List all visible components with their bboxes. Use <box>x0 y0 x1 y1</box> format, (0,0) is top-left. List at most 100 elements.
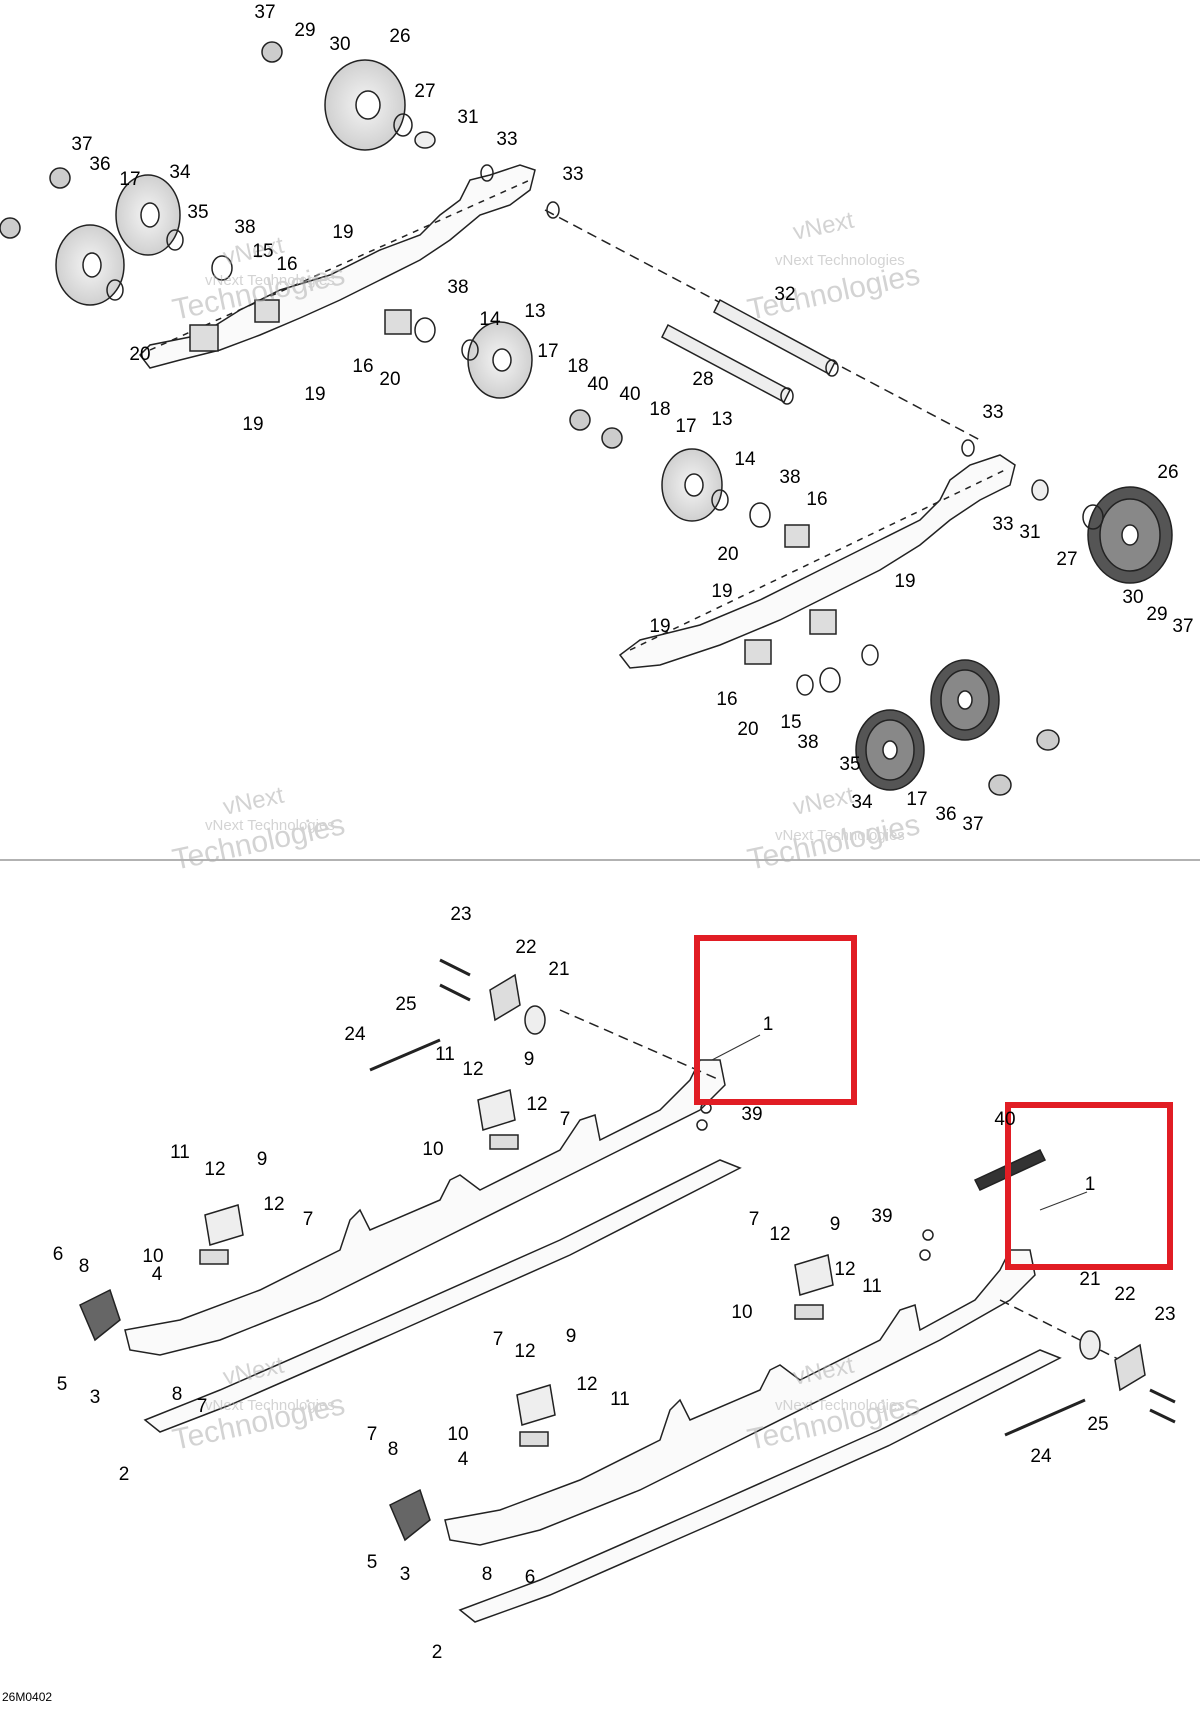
callout-27: 27 <box>1056 549 1077 570</box>
watermark-b2: vNext Technologies <box>775 252 905 269</box>
callout-19: 19 <box>304 384 325 405</box>
callout-3: 3 <box>400 1564 411 1585</box>
callout-8: 8 <box>79 1256 90 1277</box>
bottom-right-runner <box>458 1349 1062 1623</box>
callout-35: 35 <box>187 202 208 223</box>
callout-7: 7 <box>493 1329 504 1350</box>
bolt-24a <box>369 1038 441 1072</box>
callout-35: 35 <box>839 754 860 775</box>
callout-8: 8 <box>388 1439 399 1460</box>
watermark-d2: vNext Technologies <box>775 827 905 844</box>
callout-37: 37 <box>254 2 275 23</box>
callout-39: 39 <box>741 1104 762 1125</box>
top-assembly <box>139 164 1016 669</box>
callout-15: 15 <box>780 712 801 733</box>
bottom-left-runner <box>143 1159 742 1433</box>
callout-10: 10 <box>422 1139 443 1160</box>
callout-26: 26 <box>389 26 410 47</box>
callout-9: 9 <box>566 1326 577 1347</box>
callout-24: 24 <box>1030 1446 1052 1467</box>
callout-6: 6 <box>525 1567 536 1588</box>
watermark-b1: vNext <box>791 207 857 246</box>
callout-17: 17 <box>119 169 140 190</box>
callout-5: 5 <box>367 1552 378 1573</box>
callout-30: 30 <box>1122 587 1143 608</box>
callout-7: 7 <box>367 1424 378 1445</box>
callout-18: 18 <box>567 356 588 377</box>
bumper-5b <box>389 1488 431 1542</box>
callout-5: 5 <box>57 1374 68 1395</box>
callout-17: 17 <box>906 789 927 810</box>
top-right-rail <box>618 454 1016 669</box>
callout-36: 36 <box>89 154 110 175</box>
watermark-d3: Technologies <box>745 808 923 877</box>
callout-12: 12 <box>769 1224 790 1245</box>
callout-37: 37 <box>1172 616 1193 637</box>
callout-26: 26 <box>1157 462 1178 483</box>
callout-34: 34 <box>169 162 191 183</box>
callout-20: 20 <box>737 719 758 740</box>
highlight-box-2 <box>1005 1102 1173 1270</box>
callout-38: 38 <box>797 732 818 753</box>
callout-16: 16 <box>276 254 297 275</box>
watermark-c1: vNext <box>221 782 287 821</box>
callout-40: 40 <box>619 384 640 405</box>
bottom-right-rail <box>444 1249 1036 1546</box>
callout-7: 7 <box>197 1396 208 1417</box>
callout-7: 7 <box>303 1209 314 1230</box>
bolt-24b <box>1004 1398 1086 1437</box>
callout-39: 39 <box>871 1206 892 1227</box>
callout-3: 3 <box>90 1387 101 1408</box>
callout-11: 11 <box>862 1276 882 1297</box>
callout-11: 11 <box>170 1142 190 1163</box>
callout-21: 21 <box>548 959 569 980</box>
callout-12: 12 <box>834 1259 855 1280</box>
callout-33: 33 <box>982 402 1003 423</box>
callout-27: 27 <box>414 81 435 102</box>
callout-12: 12 <box>576 1374 597 1395</box>
callout-33: 33 <box>562 164 583 185</box>
callout-19: 19 <box>711 581 732 602</box>
callout-19: 19 <box>894 571 915 592</box>
callout-40: 40 <box>994 1109 1015 1130</box>
bumper-5a <box>79 1288 121 1342</box>
callout-24: 24 <box>344 1024 366 1045</box>
highlight-box-1 <box>694 935 857 1105</box>
callout-34: 34 <box>851 792 873 813</box>
callout-22: 22 <box>515 937 536 958</box>
callout-13: 13 <box>524 301 545 322</box>
callout-11: 11 <box>435 1044 455 1065</box>
callout-16: 16 <box>352 356 373 377</box>
callout-31: 31 <box>457 107 478 128</box>
callout-9: 9 <box>830 1214 841 1235</box>
callout-19: 19 <box>242 414 263 435</box>
callout-12: 12 <box>263 1194 284 1215</box>
bottom-left-rail <box>124 1059 726 1356</box>
callout-6: 6 <box>53 1244 64 1265</box>
callout-18: 18 <box>649 399 670 420</box>
callout-12: 12 <box>526 1094 547 1115</box>
callout-1: 1 <box>763 1014 774 1035</box>
callout-12: 12 <box>462 1059 483 1080</box>
callout-8: 8 <box>172 1384 183 1405</box>
callout-22: 22 <box>1114 1284 1135 1305</box>
callout-38: 38 <box>779 467 800 488</box>
callout-20: 20 <box>379 369 400 390</box>
callout-20: 20 <box>717 544 738 565</box>
callout-23: 23 <box>1154 1304 1175 1325</box>
callout-38: 38 <box>234 217 255 238</box>
callout-37: 37 <box>71 134 92 155</box>
callout-12: 12 <box>514 1341 535 1362</box>
bottom-assembly <box>79 958 1176 1623</box>
callout-2: 2 <box>119 1464 130 1485</box>
callout-14: 14 <box>734 449 756 470</box>
callout-19: 19 <box>649 616 670 637</box>
watermark-f2: vNext Technologies <box>775 1397 905 1414</box>
callout-37: 37 <box>962 814 983 835</box>
callout-17: 17 <box>675 416 696 437</box>
top-wheels <box>0 41 1173 796</box>
callout-23: 23 <box>450 904 471 925</box>
callout-25: 25 <box>1087 1414 1108 1435</box>
